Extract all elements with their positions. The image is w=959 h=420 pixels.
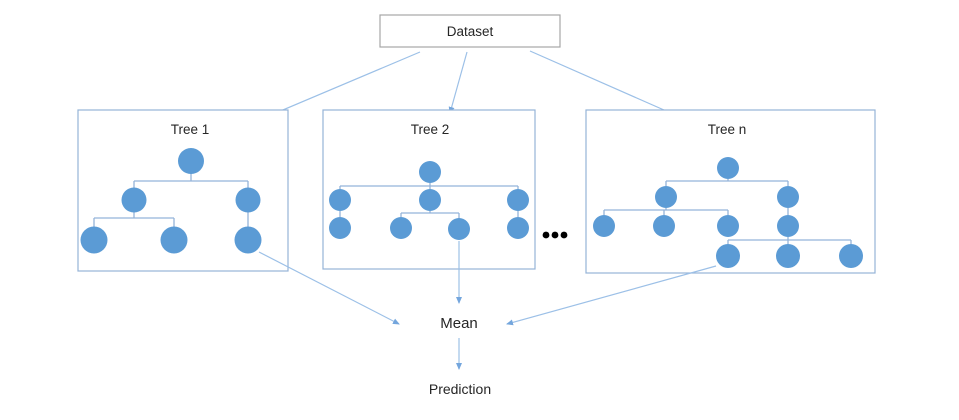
treen-node-x1 (716, 244, 740, 268)
tree2-node-a (329, 189, 351, 211)
treen-node-lc (717, 215, 739, 237)
treen-connector-level2 (603, 208, 789, 215)
arrow-tree1-to-mean (258, 251, 400, 325)
treen-connector-level1 (665, 179, 789, 186)
tree1-node-ll (80, 226, 108, 254)
tree1-node-r (235, 187, 261, 213)
dataset-node: Dataset (379, 14, 561, 48)
tree1-node-l (121, 187, 147, 213)
treen-panel: Tree n (585, 109, 876, 274)
tree2-node-root (419, 161, 441, 183)
dataset-label: Dataset (447, 24, 494, 39)
tree1-node-root (178, 148, 204, 174)
mean-label: Mean (440, 315, 478, 332)
dataset-box (379, 14, 561, 48)
treen-node-root (717, 157, 739, 179)
tree2-connector-level2 (339, 211, 519, 219)
tree1-node-rb (234, 226, 262, 254)
treen-connector-level3 (727, 237, 852, 244)
tree2-node-b1 (390, 217, 412, 239)
treen-node-lb (653, 215, 675, 237)
treen-node-r (777, 186, 799, 208)
tree2-node-c1 (507, 217, 529, 239)
treen-node-rc (777, 215, 799, 237)
prediction-label: Prediction (429, 381, 491, 397)
tree2-title: Tree 2 (411, 122, 450, 137)
tree2-node-b (419, 189, 441, 211)
arrow-treen-to-mean (506, 265, 717, 326)
treen-node-l (655, 186, 677, 208)
ellipsis-dot (542, 231, 550, 239)
treen-node-x2 (776, 244, 800, 268)
tree2-node-c (507, 189, 529, 211)
tree1-title: Tree 1 (171, 122, 210, 137)
tree1-panel: Tree 1 (77, 109, 289, 272)
ellipsis-dots (542, 231, 568, 239)
tree2-panel: Tree 2 (322, 109, 536, 270)
treen-node-x3 (839, 244, 863, 268)
tree1-connector-level2 (93, 211, 249, 227)
arrow-dataset-to-treen (529, 50, 690, 122)
tree1-connector-level1 (133, 172, 249, 189)
tree2-connector-level1 (339, 183, 519, 189)
arrow-dataset-to-tree2 (448, 51, 468, 114)
tree1-node-lr (160, 226, 188, 254)
tree2-node-b2 (448, 218, 470, 240)
ellipsis-dot (560, 231, 568, 239)
treen-node-la (593, 215, 615, 237)
tree2-node-a1 (329, 217, 351, 239)
ellipsis-dot (551, 231, 559, 239)
treen-title: Tree n (708, 122, 747, 137)
